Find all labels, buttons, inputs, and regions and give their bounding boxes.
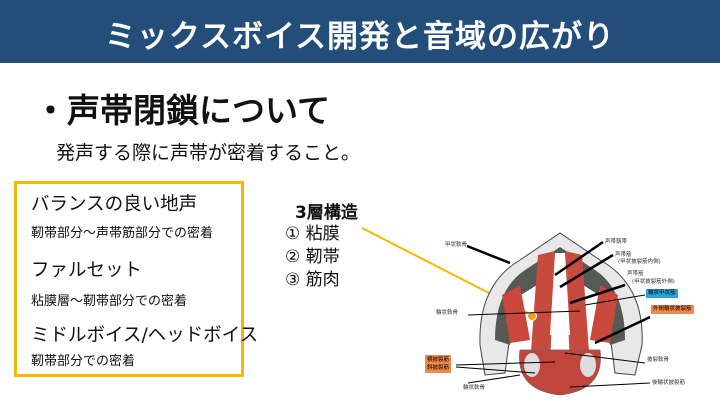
label-posterior-cricoarytenoid: 後輪状披裂筋 [652, 380, 686, 386]
label-arytenoid-muscles: 横披裂筋 斜披裂筋 [425, 355, 452, 373]
label-cricothyroid: 輪状甲状筋 [646, 289, 678, 298]
label-cricoid-cartilage: 輪状軟骨 [463, 385, 486, 391]
layer-item: ③ 筋肉 [285, 270, 340, 290]
label-vocalis-inner-sub: (甲状披裂筋内側) [618, 259, 661, 265]
section-description: 発声する際に声帯が密着すること。 [56, 142, 361, 164]
larynx-diagram: 甲状軟骨 声帯靱帯 声帯筋 (甲状披裂筋内側) 声帯筋 (甲状披裂筋外側) 輪状… [420, 225, 720, 405]
larynx-illustration [455, 232, 651, 396]
label-vocalis-outer-sub: (甲状披裂筋外側) [632, 279, 675, 285]
label-transverse-arytenoid: 横披裂筋 [427, 357, 450, 363]
closure-modes-box: バランスの良い地声 靭帯部分～声帯筋部分での密着 ファルセット 粘膜層～靭帯部分… [14, 181, 258, 377]
label-oblique-arytenoid: 斜披裂筋 [427, 365, 450, 371]
layer-structure: 3層構造 ① 粘膜 ② 靭帯 ③ 筋肉 [285, 198, 358, 292]
title-bar: ミックスボイス開発と音域の広がり [0, 0, 720, 63]
layer-item: ② 靭帯 [285, 247, 340, 267]
label-arytenoid-cartilage: 披裂軟骨 [647, 357, 670, 363]
mode-detail: 靭帯部分～声帯筋部分での密着 [31, 226, 214, 241]
mode-title: ミドルボイス/ヘッドボイス [31, 325, 259, 346]
mode-title: ファルセット [31, 260, 143, 281]
label-lateral-cricoarytenoid: 外側輪状披裂筋 [651, 305, 694, 314]
mode-title: バランスの良い地声 [31, 194, 198, 215]
label-vocalis-outer: 声帯筋 [627, 271, 644, 277]
mode-detail: 粘膜層～靭帯部分での密着 [31, 294, 188, 309]
label-cricoid-cartilage: 輪状軟骨 [436, 310, 459, 316]
label-vocal-ligament: 声帯靱帯 [605, 239, 628, 245]
layer-title: 3層構造 [295, 203, 358, 223]
mode-detail: 靭帯部分での密着 [31, 354, 136, 369]
label-vocalis-inner: 声帯筋 [615, 252, 632, 258]
layer-item: ① 粘膜 [285, 224, 340, 244]
label-thyroid-cartilage: 甲状軟骨 [445, 242, 468, 248]
slide-title: ミックスボイス開発と音域の広がり [104, 19, 616, 55]
section-heading: ・声帯閉鎖について [34, 91, 331, 130]
